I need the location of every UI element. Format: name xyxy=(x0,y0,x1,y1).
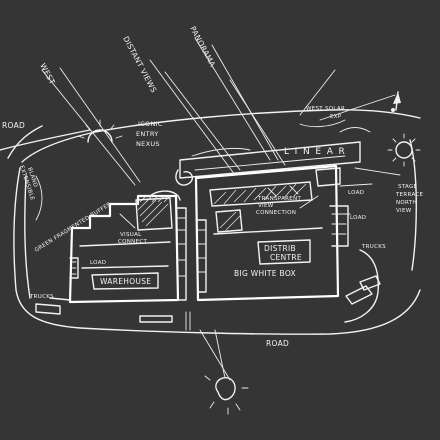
leader-lines xyxy=(35,119,373,229)
label-load-right: LOAD xyxy=(350,215,366,221)
label-connection: CONNECTION xyxy=(256,210,296,216)
label-west: WEST xyxy=(38,62,57,86)
label-load-left: LOAD xyxy=(90,260,106,266)
label-green-fragmented-buffer: GREEN FRAGMENTED BUFFER xyxy=(34,201,113,253)
label-north: NORTH xyxy=(396,200,417,206)
label-exp: EXP xyxy=(330,114,342,120)
label-centre: CENTRE xyxy=(270,253,302,262)
warehouse-building xyxy=(68,194,187,304)
label-load-right-top: LOAD xyxy=(348,190,364,196)
label-transparent: TRANSPARENT xyxy=(257,196,301,202)
label-road-top: ROAD xyxy=(2,121,25,130)
trucks-left xyxy=(35,297,71,315)
sun-icon-bottom xyxy=(204,375,249,415)
label-view: VIEW xyxy=(258,203,274,209)
label-west-solar: WEST SOLAR xyxy=(306,106,345,112)
label-distrib: DISTRIB xyxy=(264,244,296,253)
site-gate xyxy=(139,311,191,331)
label-trucks-left: TRUCKS xyxy=(29,294,54,300)
sun-icon-right xyxy=(387,133,421,167)
label-stage: STAGE xyxy=(398,184,418,190)
label-connect: CONNECT xyxy=(118,239,148,245)
label-linear: L I N E A R xyxy=(284,147,346,157)
sun-icon-top xyxy=(77,119,123,143)
label-north-view: VIEW xyxy=(396,208,412,214)
linear-corridor xyxy=(179,141,361,179)
label-road-bottom: ROAD xyxy=(266,339,289,348)
distrib-centre-building xyxy=(194,164,349,302)
label-nexus: NEXUS xyxy=(136,140,160,148)
label-iconic: ICONIC xyxy=(138,120,163,128)
label-big-white-box: BIG WHITE BOX xyxy=(234,269,296,278)
label-entry: ENTRY xyxy=(136,130,159,138)
trucks-right xyxy=(345,275,381,305)
north-arrow-icon xyxy=(391,91,401,112)
label-visual: VISUAL xyxy=(120,232,142,238)
label-terrace: TERRACE xyxy=(395,192,424,198)
label-warehouse: WAREHOUSE xyxy=(100,277,151,286)
label-trucks-right: TRUCKS xyxy=(361,244,386,250)
entry-nexus xyxy=(149,147,251,201)
